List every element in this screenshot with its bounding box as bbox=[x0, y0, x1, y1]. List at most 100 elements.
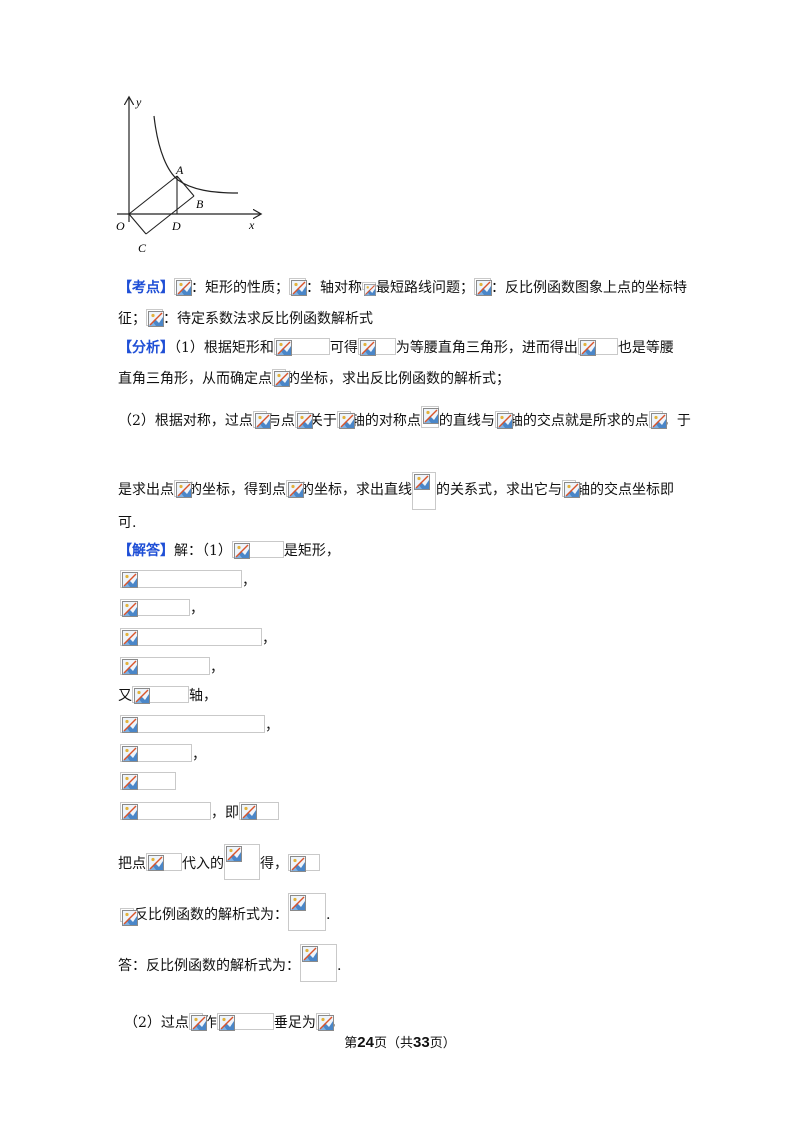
image-glyph-icon bbox=[122, 630, 138, 646]
broken-image-icon bbox=[300, 944, 337, 982]
image-glyph-icon bbox=[496, 413, 513, 429]
image-glyph-icon bbox=[226, 846, 242, 862]
jieda-step8 bbox=[120, 772, 176, 792]
broken-image-icon bbox=[188, 1013, 207, 1031]
broken-image-icon bbox=[286, 480, 304, 498]
image-glyph-icon bbox=[254, 413, 271, 429]
broken-image-icon bbox=[577, 338, 618, 356]
image-glyph-icon bbox=[288, 482, 304, 498]
image-glyph-icon bbox=[176, 482, 192, 498]
broken-image-icon bbox=[216, 1013, 274, 1031]
broken-image-icon bbox=[120, 657, 210, 675]
broken-image-icon bbox=[272, 369, 290, 387]
label-D: D bbox=[171, 219, 181, 233]
page-number: 24 bbox=[357, 1034, 374, 1051]
hyperbola-curve bbox=[153, 115, 239, 194]
image-glyph-icon bbox=[190, 1015, 207, 1031]
fenxi-line3: （2）根据对称，过点与点关于轴的对称点的直线与轴的交点就是所求的点，于 bbox=[118, 406, 691, 430]
label-y: y bbox=[135, 95, 142, 109]
broken-image-icon bbox=[273, 338, 330, 356]
image-glyph-icon bbox=[364, 284, 376, 296]
broken-image-icon bbox=[120, 772, 176, 790]
broken-image-icon bbox=[120, 599, 190, 617]
jieda-line1: 【解答】解：（1）是矩形， bbox=[118, 541, 340, 559]
broken-image-icon bbox=[412, 472, 436, 510]
image-glyph-icon bbox=[290, 856, 306, 872]
image-glyph-icon bbox=[422, 408, 439, 424]
jieda-step4: ， bbox=[120, 657, 224, 677]
jieda-step5: 又轴， bbox=[118, 686, 217, 704]
page-footer: 第24页（共33页） bbox=[344, 1034, 456, 1051]
kaodian-tag: 【考点】 bbox=[118, 280, 174, 296]
jieda-answer: 答：反比例函数的解析式为：. bbox=[118, 944, 341, 982]
jieda-step3: ， bbox=[120, 628, 276, 648]
broken-image-icon bbox=[120, 744, 192, 762]
figure-graph: y x A B C D O bbox=[116, 95, 272, 252]
broken-image-icon bbox=[120, 628, 262, 646]
broken-image-icon bbox=[120, 715, 265, 733]
fenxi-tag: 【分析】 bbox=[118, 340, 174, 356]
broken-image-icon bbox=[562, 480, 580, 498]
image-glyph-icon bbox=[274, 371, 290, 387]
image-glyph-icon bbox=[122, 774, 138, 790]
image-glyph-icon bbox=[176, 280, 192, 296]
fenxi-line2: 直角三角形，从而确定点的坐标，求出反比例函数的解析式； bbox=[118, 369, 510, 387]
label-x: x bbox=[248, 218, 255, 232]
image-glyph-icon bbox=[218, 1015, 235, 1031]
image-glyph-icon bbox=[338, 413, 355, 429]
page-total: 33 bbox=[413, 1034, 430, 1051]
segment-AB bbox=[176, 175, 195, 197]
broken-image-icon bbox=[146, 853, 182, 871]
broken-image-icon bbox=[315, 1013, 334, 1031]
label-O: O bbox=[116, 219, 125, 233]
fenxi-line4: 是求出点的坐标，得到点的坐标，求出直线的关系式，求出它与轴的交点坐标即 bbox=[118, 472, 674, 510]
broken-image-icon bbox=[231, 541, 284, 559]
image-glyph-icon bbox=[241, 804, 257, 820]
broken-image-icon bbox=[132, 686, 189, 704]
image-glyph-icon bbox=[317, 1015, 334, 1031]
broken-image-icon bbox=[174, 278, 192, 296]
broken-image-icon bbox=[362, 282, 376, 296]
image-glyph-icon bbox=[122, 659, 138, 675]
fenxi-line5: 可. bbox=[118, 515, 137, 531]
broken-image-icon bbox=[120, 802, 211, 820]
image-glyph-icon bbox=[650, 413, 667, 429]
broken-image-icon bbox=[146, 309, 164, 327]
jieda-tag: 【解答】 bbox=[118, 543, 174, 559]
broken-image-icon bbox=[224, 844, 260, 880]
image-glyph-icon bbox=[302, 946, 318, 962]
image-glyph-icon bbox=[275, 340, 292, 356]
jieda-step6: ， bbox=[120, 715, 279, 735]
image-glyph-icon bbox=[134, 688, 150, 704]
broken-image-icon bbox=[648, 411, 667, 429]
image-glyph-icon bbox=[233, 543, 250, 559]
broken-image-icon bbox=[288, 893, 326, 931]
image-glyph-icon bbox=[122, 717, 138, 733]
broken-image-icon bbox=[174, 480, 192, 498]
image-glyph-icon bbox=[122, 572, 138, 588]
broken-image-icon bbox=[289, 278, 307, 296]
fenxi-line1: 【分析】（1）根据矩形和可得为等腰直角三角形，进而得出也是等腰 bbox=[118, 338, 674, 356]
broken-image-icon bbox=[239, 802, 279, 820]
broken-image-icon bbox=[357, 338, 396, 356]
image-glyph-icon bbox=[476, 280, 492, 296]
broken-image-icon bbox=[420, 406, 439, 428]
broken-image-icon bbox=[294, 411, 313, 429]
kaodian-line2: 征；：待定系数法求反比例函数解析式 bbox=[118, 309, 373, 327]
image-glyph-icon bbox=[148, 311, 164, 327]
image-glyph-icon bbox=[291, 280, 307, 296]
jieda-step1: ， bbox=[120, 570, 256, 590]
broken-image-icon bbox=[252, 411, 271, 429]
jieda-step2: ， bbox=[120, 599, 204, 618]
jieda-result: 反比例函数的解析式为：. bbox=[120, 893, 330, 931]
jieda-step10: 把点代入的得， bbox=[118, 844, 320, 880]
broken-image-icon bbox=[494, 411, 513, 429]
jieda-step7: ， bbox=[120, 744, 206, 764]
image-glyph-icon bbox=[122, 746, 138, 762]
image-glyph-icon bbox=[359, 340, 376, 356]
image-glyph-icon bbox=[122, 804, 138, 820]
image-glyph-icon bbox=[122, 910, 138, 926]
broken-image-icon bbox=[120, 908, 138, 926]
broken-image-icon bbox=[336, 411, 355, 429]
image-glyph-icon bbox=[414, 474, 430, 490]
